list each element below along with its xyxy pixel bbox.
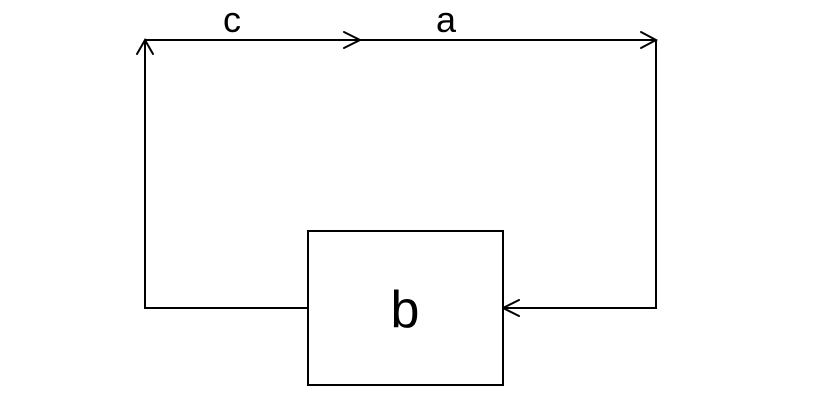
wire-right-feed [503,40,657,309]
block-label-b: b [391,281,420,339]
arrowhead-mid-right [343,31,363,49]
edge-label-c: c [223,0,241,40]
edge-label-a: a [436,0,457,40]
block-b [307,230,504,386]
wire-left-return [144,40,308,309]
